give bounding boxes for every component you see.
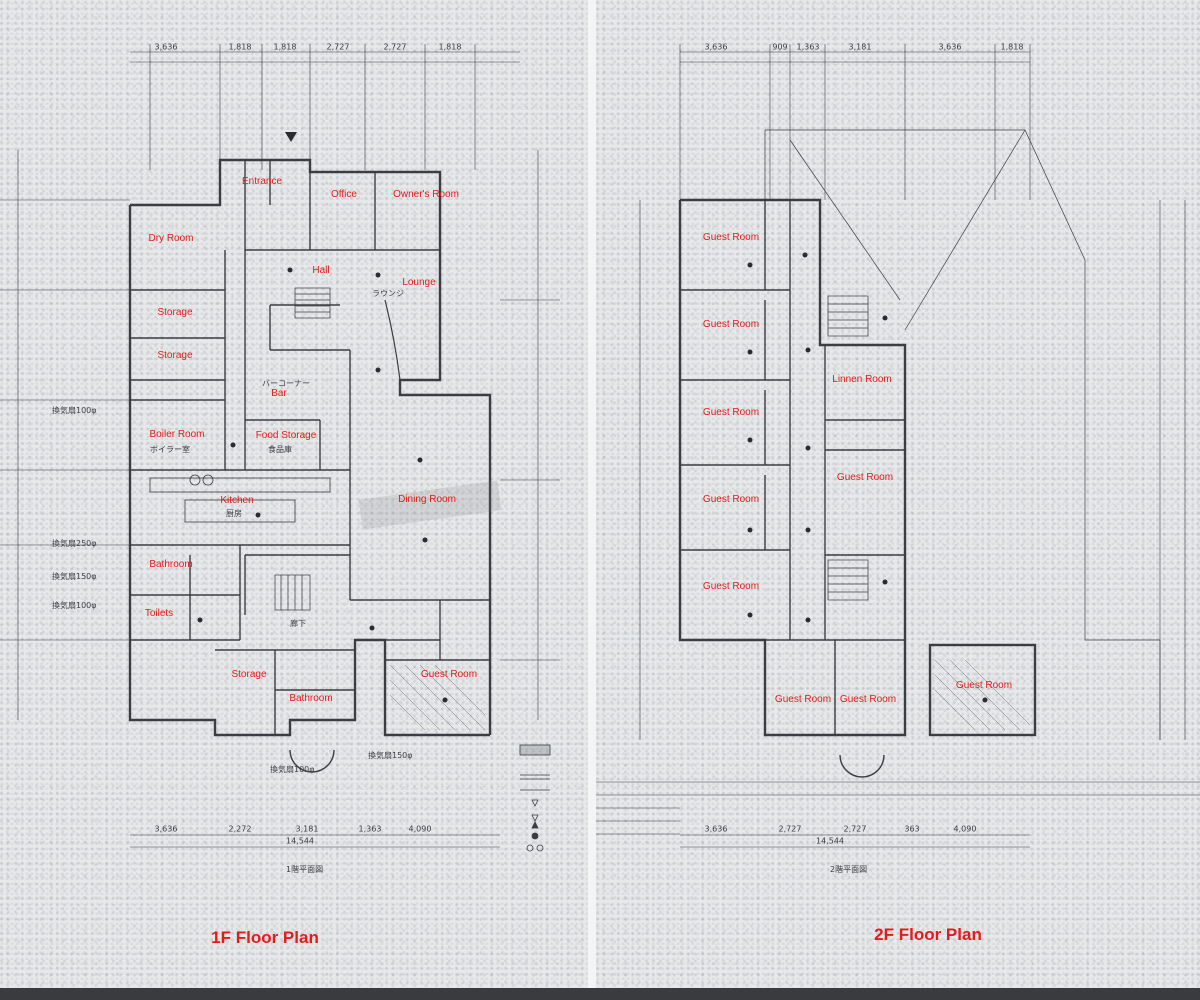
f1-stairs — [274, 287, 331, 611]
f2-interior-walls — [680, 200, 905, 735]
f2-exterior-walls — [678, 198, 1037, 737]
f2-spec-table — [596, 781, 1200, 835]
room-label-kitchen: Kitchen — [220, 495, 254, 506]
f2-dim-bottom-1: 3,636 — [704, 824, 728, 834]
f1-dim-top-4: 2,727 — [326, 42, 350, 52]
f1-exterior-walls — [128, 158, 492, 737]
f2-dim-bottom-4: 363 — [904, 824, 920, 834]
room-label-guest-room-209: Guest Room — [955, 680, 1013, 691]
f2-light-fixtures — [747, 252, 988, 703]
room-label-hall: Hall — [312, 265, 330, 276]
room-label-bar: Bar — [271, 388, 287, 399]
room-label-bathroom-2: Bathroom — [289, 693, 333, 704]
note-vent-5: 換気扇150φ — [368, 751, 413, 760]
room-label-guest-room: Guest Room — [420, 669, 478, 680]
f2-dim-bottom-2: 2,727 — [778, 824, 802, 834]
f1-dim-top-3: 1,818 — [273, 42, 297, 52]
room-label-guest-room-206: Guest Room — [836, 472, 894, 483]
note-corridor-jp: 廊下 — [290, 619, 306, 628]
f1-scan-smudge — [358, 480, 502, 530]
f1-light-fixtures — [197, 267, 448, 703]
f1-dim-bottom-3: 3,181 — [295, 824, 319, 834]
f2-dim-top-2: 909 — [772, 42, 788, 52]
room-label-boiler-room: Boiler Room — [149, 429, 205, 440]
f2-dim-top-1: 3,636 — [704, 42, 728, 52]
f1-interior-walls — [130, 160, 490, 735]
note-food-jp: 食品庫 — [268, 445, 292, 454]
f2-dim-bottom-5: 4,090 — [953, 824, 977, 834]
f1-dim-bottom-5: 4,090 — [408, 824, 432, 834]
f1-dim-bottom-1: 3,636 — [154, 824, 178, 834]
room-label-lounge: Lounge — [402, 277, 436, 288]
note-vent-4: 換気扇100φ — [52, 601, 97, 610]
f1-dim-bottom-4: 1,363 — [358, 824, 382, 834]
f2-guest-room-hatch — [934, 659, 1031, 731]
scan-bottom-edge — [0, 988, 1200, 1000]
f1-dim-bottom-2: 2,272 — [228, 824, 252, 834]
room-label-bathroom-1: Bathroom — [149, 559, 193, 570]
f1-legend — [519, 744, 551, 852]
room-label-guest-room-201: Guest Room — [702, 232, 760, 243]
room-label-guest-room-208: Guest Room — [839, 694, 897, 705]
room-label-guest-room-205: Guest Room — [702, 581, 760, 592]
f2-dimension-lines — [639, 44, 1186, 848]
room-label-guest-room-203: Guest Room — [702, 407, 760, 418]
room-label-storage-1: Storage — [157, 307, 193, 318]
room-label-guest-room-204: Guest Room — [702, 494, 760, 505]
f2-roof-outline — [764, 129, 1161, 740]
room-label-storage-3: Storage — [231, 669, 267, 680]
note-vent-2: 換気扇250φ — [52, 539, 97, 548]
sheet-gap — [588, 0, 596, 1000]
room-label-entrance: Entrance — [241, 176, 283, 187]
f2-stairs — [827, 295, 869, 601]
f1-dim-top-2: 1,818 — [228, 42, 252, 52]
room-label-dining-room: Dining Room — [398, 494, 456, 505]
f1-dimension-lines — [0, 44, 560, 848]
note-lounge-jp: ラウンジ — [372, 289, 404, 298]
f1-plan-title: 1F Floor Plan — [211, 928, 319, 947]
note-vent-1: 換気扇100φ — [52, 406, 97, 415]
f1-dim-top-1: 3,636 — [154, 42, 178, 52]
right-drawing-sheet — [596, 0, 1200, 990]
f2-plan-title: 2F Floor Plan — [874, 925, 982, 944]
f1-dim-top-5: 2,727 — [383, 42, 407, 52]
note-vent-3: 換気扇150φ — [52, 572, 97, 581]
f2-dim-top-4: 3,181 — [848, 42, 872, 52]
f1-dim-total: 14,544 — [286, 836, 314, 846]
room-label-linnen-room: Linnen Room — [832, 374, 892, 385]
f1-dim-top-6: 1,818 — [438, 42, 462, 52]
f2-bay-window — [839, 754, 885, 778]
f1-bay-window — [289, 749, 335, 773]
room-label-guest-room-202: Guest Room — [702, 319, 760, 330]
first-floor-plan — [0, 44, 560, 848]
f2-dim-total: 14,544 — [816, 836, 844, 846]
f2-dim-bottom-3: 2,727 — [843, 824, 867, 834]
room-label-owners-room: Owner's Room — [393, 189, 459, 200]
second-floor-plan — [639, 44, 1186, 848]
room-label-storage-2: Storage — [157, 350, 193, 361]
room-label-food-storage: Food Storage — [255, 430, 317, 441]
room-label-office: Office — [331, 189, 357, 200]
f1-curved-partition — [384, 299, 401, 381]
note-boiler-jp: ボイラー室 — [150, 445, 190, 454]
f1-entrance-marker — [285, 132, 297, 142]
note-kitchen-jp: 厨房 — [226, 509, 242, 518]
f2-drawing-caption: 2階平面図 — [830, 865, 868, 874]
f1-kitchen-fixtures — [149, 474, 331, 523]
room-label-toilets: Toilets — [144, 608, 174, 619]
f2-dim-top-3: 1,363 — [796, 42, 820, 52]
room-label-guest-room-207: Guest Room — [774, 694, 832, 705]
f1-guest-room-hatch — [389, 664, 486, 731]
note-vent-6: 換気扇100φ — [270, 765, 315, 774]
f2-dim-top-5: 3,636 — [938, 42, 962, 52]
room-label-dry-room: Dry Room — [148, 233, 194, 244]
f1-drawing-caption: 1階平面図 — [286, 865, 324, 874]
note-bar-jp: バーコーナー — [262, 379, 310, 388]
f2-dim-top-6: 1,818 — [1000, 42, 1024, 52]
